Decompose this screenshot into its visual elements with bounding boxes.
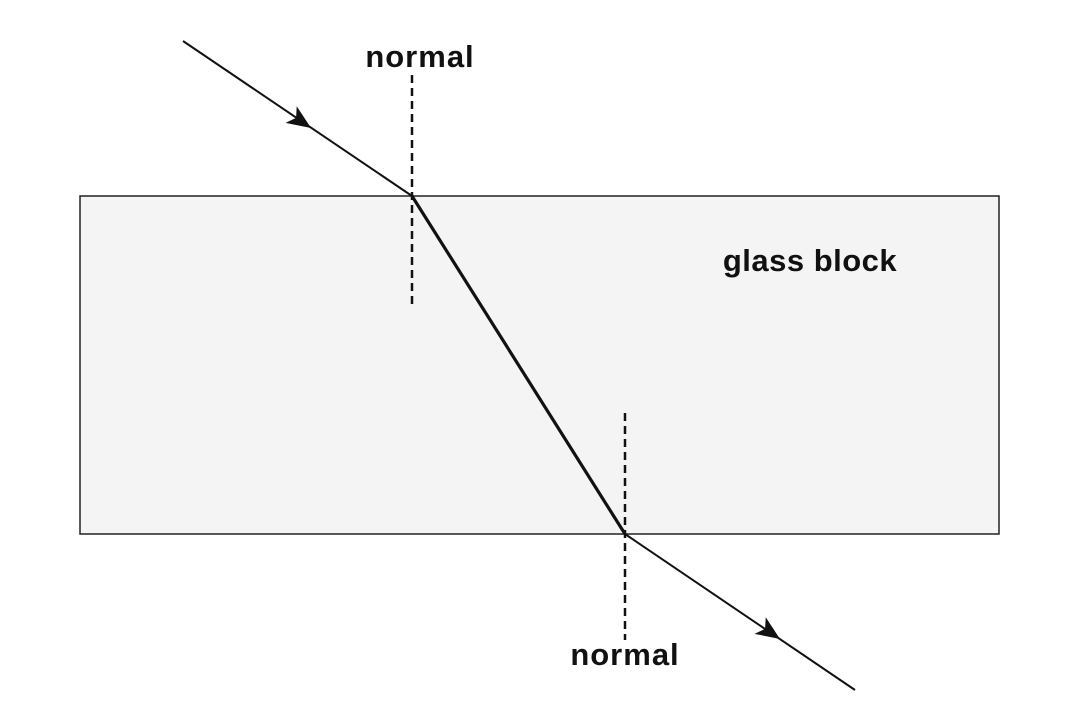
emergent-ray [624,533,856,691]
refracted-ray [410,195,627,535]
glass-block-label: glass block [723,243,898,278]
incident-arrow-icon [285,106,311,128]
glass-block [79,195,1000,535]
emergent-arrow-icon [754,617,780,639]
normal-label-top: normal [365,39,474,74]
normal-label-bottom: normal [570,637,679,672]
